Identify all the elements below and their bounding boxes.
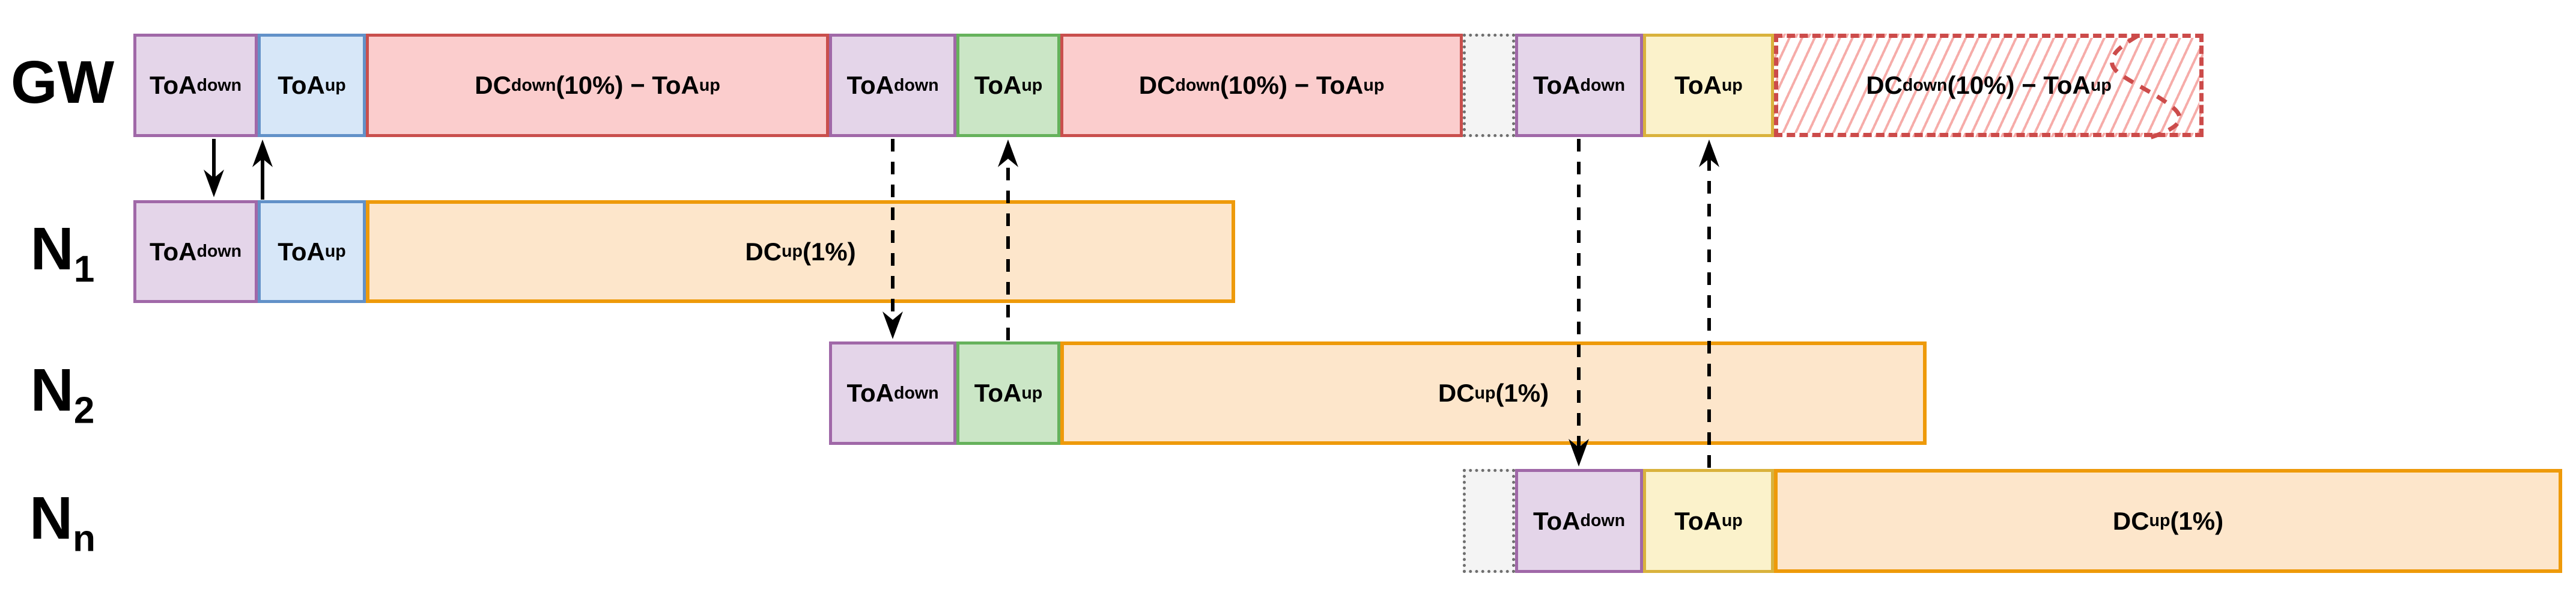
block-label-text: DC	[1438, 379, 1475, 407]
block-label-text: ToA	[846, 71, 894, 99]
row-label-main: GW	[10, 49, 115, 116]
block-label-text: DC	[1866, 71, 1903, 99]
idle-gap-block	[1463, 469, 1515, 573]
block-label-text: (1%)	[2170, 506, 2224, 535]
arrowhead-down-icon	[882, 311, 903, 339]
block-label-text: ToA	[278, 237, 325, 266]
block-label-subscript: up	[2090, 75, 2112, 95]
n1-to-gw-uplink-arrow	[252, 139, 273, 200]
block-label-text: DC	[1138, 71, 1176, 99]
block-label-text: DC	[745, 237, 782, 266]
block-label-subscript: down	[1580, 511, 1626, 531]
arrowhead-down-icon	[204, 170, 224, 197]
row-label-gw: GW	[2, 52, 123, 112]
row-label-n1: N1	[2, 219, 123, 288]
block-label-text: (1%)	[802, 237, 856, 266]
block-label-text: DC	[2112, 506, 2149, 535]
block-label-text: (10%) − ToA	[556, 71, 699, 99]
block-label-subscript: up	[324, 242, 346, 262]
block-label-subscript: up	[1721, 511, 1743, 531]
block-label-subscript: down	[894, 75, 939, 95]
row-label-subscript: n	[73, 517, 96, 559]
row-label-subscript: 1	[73, 248, 95, 290]
block-label-subscript: down	[196, 75, 242, 95]
block-label-text: (10%) − ToA	[1947, 71, 2091, 99]
row-label-main: N	[30, 215, 74, 283]
row-label-main: N	[30, 357, 74, 424]
block-label-text: ToA	[974, 379, 1022, 407]
block-label-text: ToA	[1674, 506, 1722, 535]
arrowhead-up-icon	[252, 139, 273, 167]
block-label-subscript: up	[1721, 75, 1743, 95]
block-label-subscript: down	[1902, 75, 1948, 95]
row-label-subscript: 2	[73, 390, 95, 432]
gw-to-n1-downlink-arrow	[204, 139, 224, 197]
block-label-text: ToA	[1533, 71, 1581, 99]
block-label-subscript: up	[1021, 383, 1043, 403]
block-label-text: ToA	[278, 71, 325, 99]
block-label-text: (1%)	[1495, 379, 1549, 407]
arrowhead-up-icon	[998, 139, 1018, 167]
block-label-text: ToA	[149, 71, 197, 99]
block-label-text: ToA	[974, 71, 1022, 99]
block-label-subscript: down	[511, 75, 556, 95]
block-label-subscript: down	[196, 242, 242, 262]
row-label-main: N	[29, 484, 73, 552]
block-label-text: ToA	[846, 379, 894, 407]
block-label-text: ToA	[149, 237, 197, 266]
block-label-subscript: up	[1021, 75, 1043, 95]
block-label-text: (10%) − ToA	[1220, 71, 1364, 99]
block-label-subscript: down	[894, 383, 939, 403]
block-label-subscript: down	[1580, 75, 1626, 95]
arrowhead-up-icon	[1699, 139, 1719, 167]
idle-gap-block	[1463, 34, 1515, 137]
row-label-nn: Nn	[2, 488, 123, 557]
block-label-text: DC	[475, 71, 511, 99]
block-label-text: ToA	[1674, 71, 1722, 99]
block-label-subscript: up	[1474, 383, 1496, 403]
block-label-subscript: up	[1363, 75, 1385, 95]
row-label-n2: N2	[2, 360, 123, 429]
block-label-subscript: up	[782, 242, 803, 262]
block-label-subscript: up	[324, 75, 346, 95]
block-label-subscript: up	[699, 75, 720, 95]
block-label-text: ToA	[1533, 506, 1581, 535]
block-label-subscript: down	[1175, 75, 1220, 95]
block-label-subscript: up	[2149, 511, 2170, 531]
